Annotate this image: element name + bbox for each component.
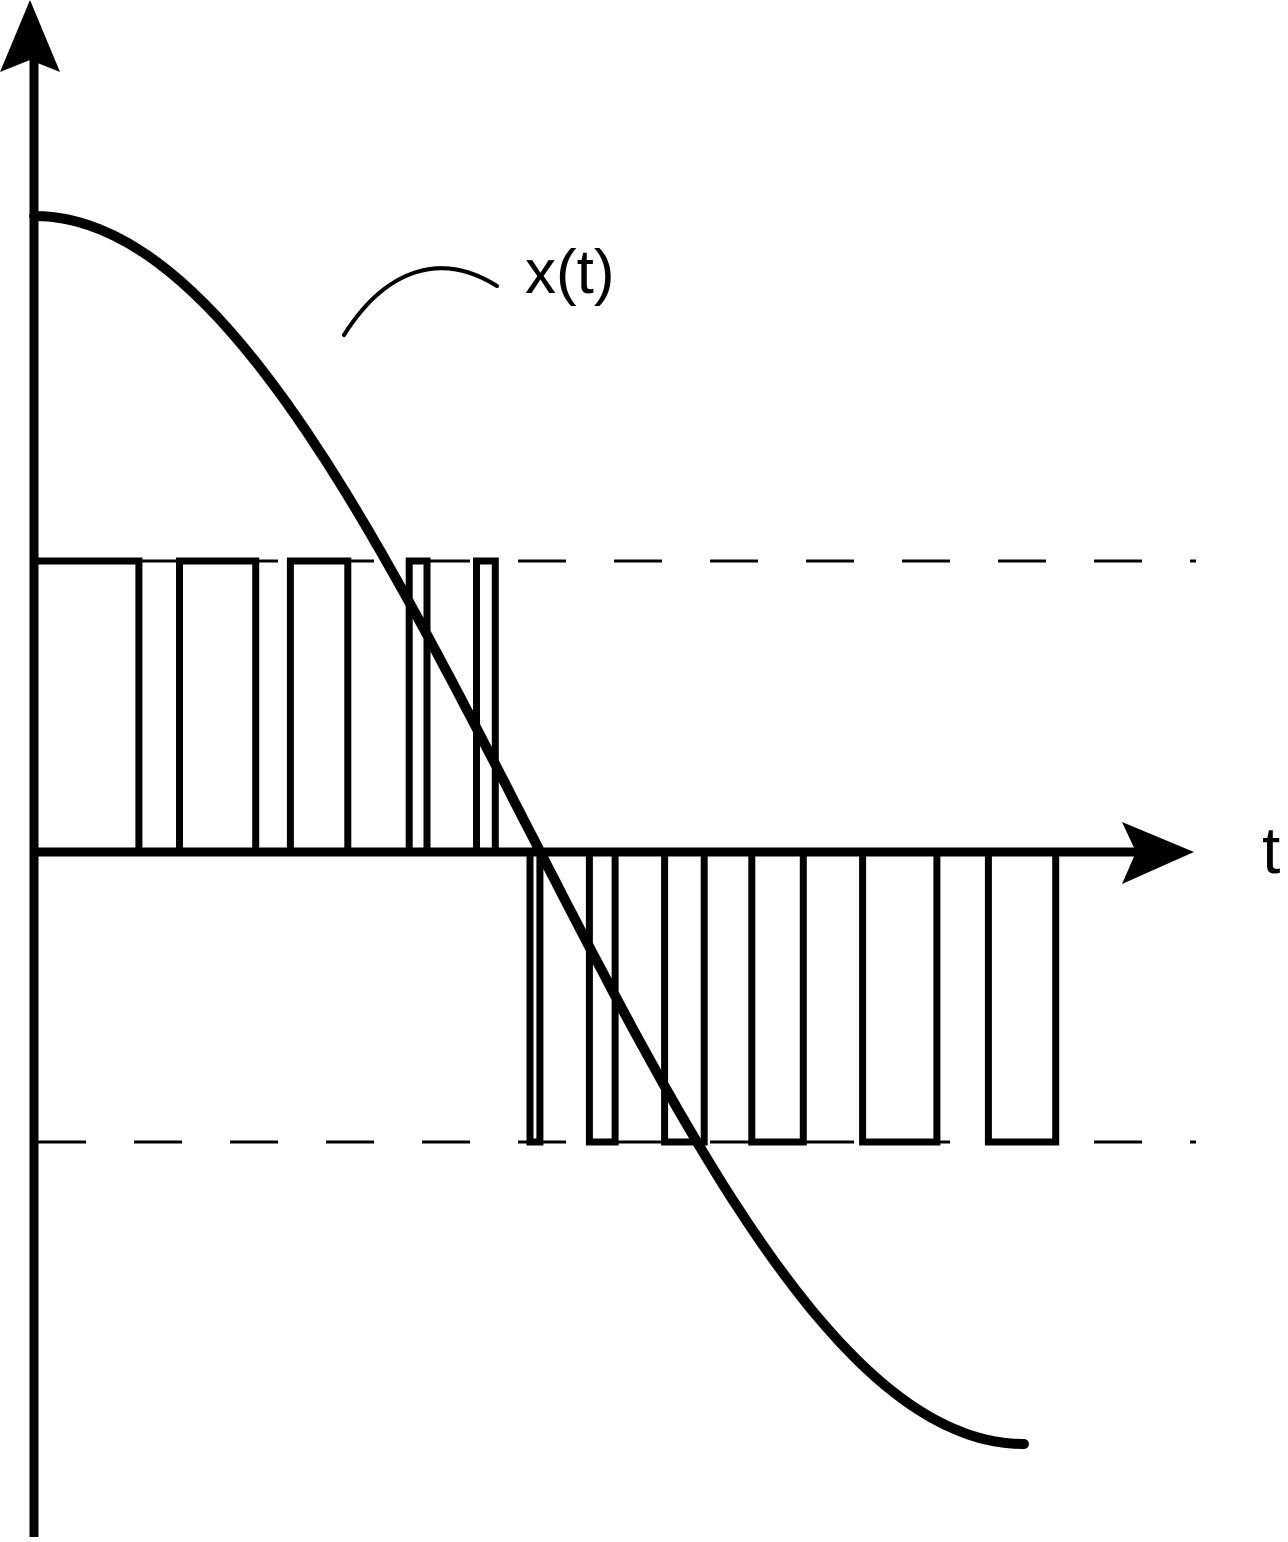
negative-pulse-6: [984, 848, 1060, 1146]
negative-pulse-4: [748, 848, 807, 1146]
signal-curve-x-t: [29, 211, 1029, 1449]
curve-label: x(t): [525, 238, 615, 307]
t-axis-arrowhead: [1122, 822, 1194, 884]
positive-pulse-3: [286, 557, 352, 856]
positive-pulse-1: [30, 557, 143, 856]
negative-pulse-5: [859, 848, 941, 1146]
positive-pulse-2: [176, 557, 260, 856]
axes: [0, 0, 1194, 1537]
t-axis-label: t: [1262, 813, 1280, 887]
y-axis-arrowhead: [0, 0, 60, 72]
positive-pulse-5: [473, 557, 499, 856]
curve-label-leader: [342, 266, 499, 337]
negative-pulse-1: [526, 848, 544, 1146]
